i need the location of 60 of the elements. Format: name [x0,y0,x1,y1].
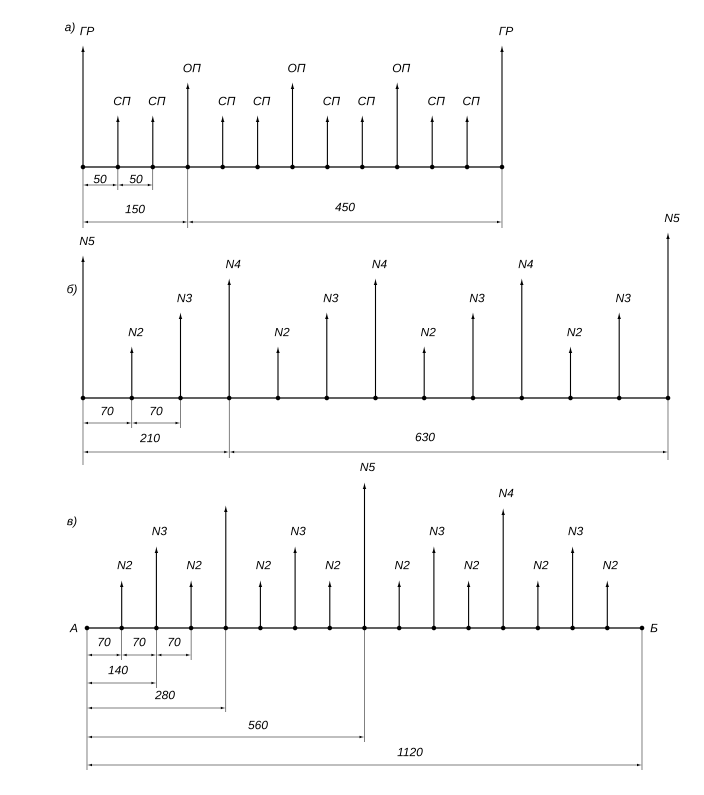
force-label: N3 [324,294,338,302]
force-label: СП [463,96,480,106]
force-label: N3 [290,526,306,536]
force-label: СП [323,96,340,106]
dimension-label: 50 [130,174,143,184]
force-label: N4 [372,260,387,268]
force-label: N2 [256,560,271,570]
dimension-label: 560 [248,720,268,730]
force-label: N3 [430,526,444,536]
dimension-label: 70 [134,638,146,646]
force-label: N4 [518,260,533,268]
force-label: N2 [534,560,548,570]
force-label: N2 [567,328,582,336]
force-label: N2 [274,328,290,336]
dimension-label: 1120 [397,748,423,756]
force-label: СП [254,96,270,106]
dimension-label: 70 [150,406,163,416]
force-label: СП [428,96,445,106]
force-label: N2 [394,560,410,570]
dimension-label: 50 [94,174,107,184]
point-label: А [69,624,78,632]
dimension-label: 140 [108,666,128,674]
force-label: N3 [177,294,192,302]
panel-label: б) [67,284,77,296]
force-label: N2 [420,328,436,336]
panel-label: в) [67,516,76,528]
dimension-label: 210 [140,434,160,442]
dimension-label: 280 [154,690,175,700]
force-label: N2 [464,560,480,570]
point-label: Б [650,624,658,632]
dimension-label: 630 [416,432,435,442]
force-label: N2 [117,560,132,570]
dimension-label: 150 [125,204,145,214]
dimension-label: 70 [102,406,114,416]
force-label: N3 [470,294,485,302]
dimension-label: 70 [98,638,111,646]
force-label: ОП [392,64,410,72]
force-label: ОП [183,64,201,72]
force-label: N2 [186,560,202,570]
force-label: N3 [152,526,167,536]
force-label: N2 [603,560,618,570]
force-label: N2 [326,560,340,570]
force-label: N5 [80,236,95,246]
dimension-label: 450 [335,202,355,212]
force-label: N2 [128,328,144,336]
force-label: N3 [616,294,631,302]
force-label: СП [148,96,166,106]
dimension-label: 70 [168,638,181,646]
force-label: N5 [360,462,376,472]
force-label: СП [114,96,131,106]
force-label: ГР [499,26,514,36]
force-label: СП [218,96,236,106]
panel-label: а) [64,22,75,34]
force-label: ОП [288,64,306,72]
force-label: N3 [568,526,584,536]
force-label: СП [358,96,375,106]
force-label: ГР [80,26,94,36]
force-label: N4 [226,260,240,268]
force-label: N5 [664,214,680,222]
force-label: N4 [498,488,514,498]
